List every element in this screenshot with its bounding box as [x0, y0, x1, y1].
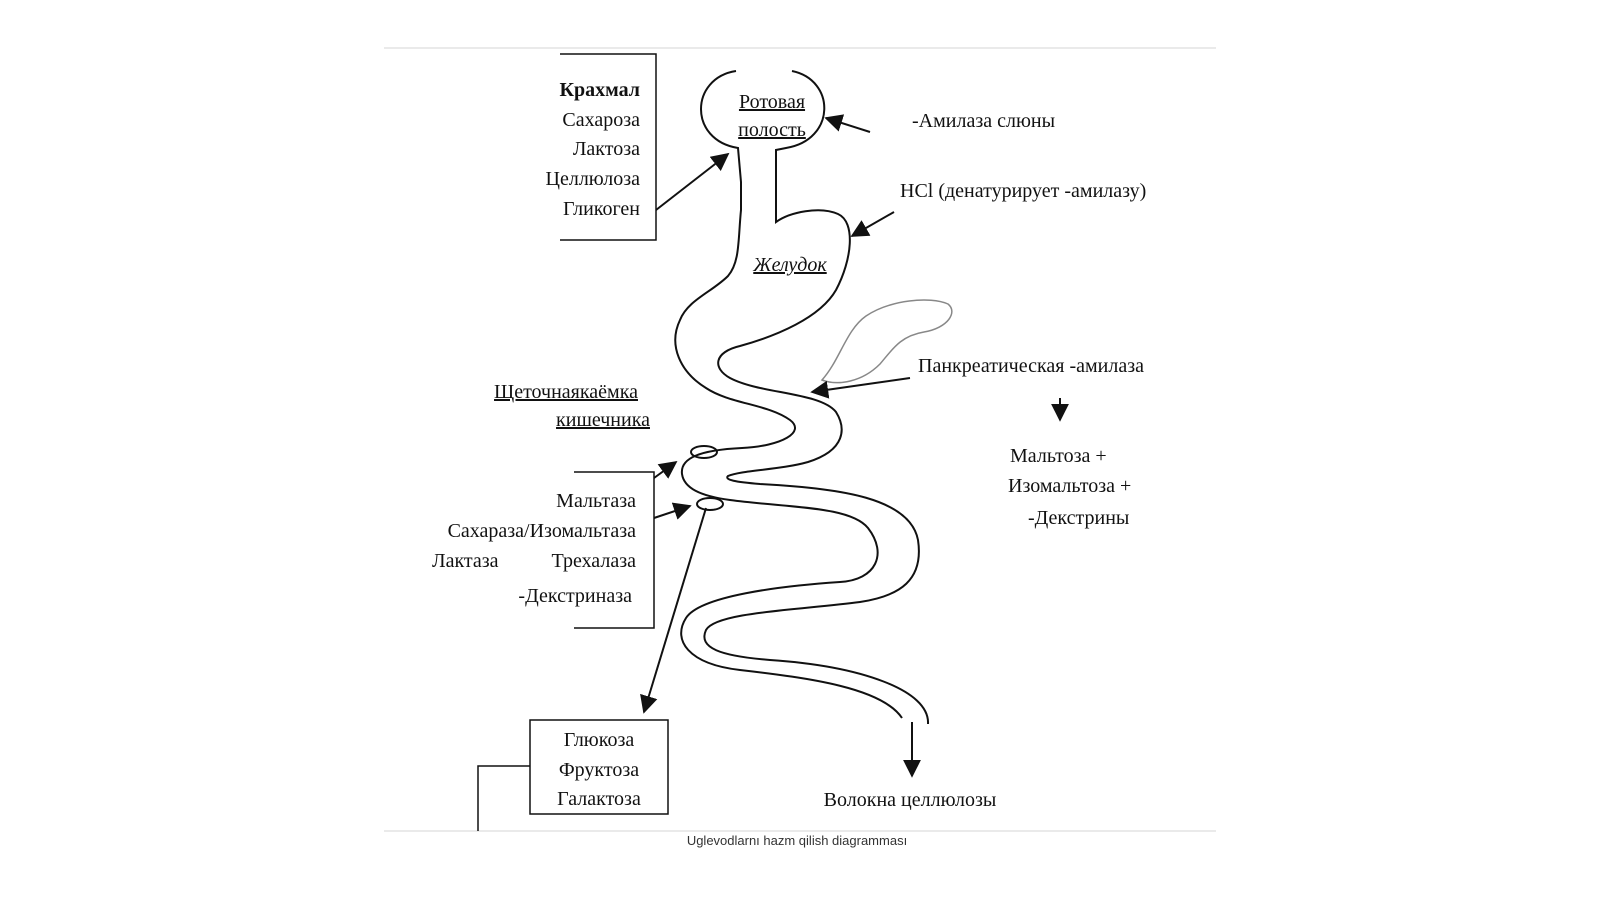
pancreatic-amylase-arrow — [810, 377, 911, 399]
pancreas-shape — [820, 299, 953, 384]
carb-to-mouth-arrow — [655, 152, 730, 211]
diagram-caption: Uglevodlarnı hazm qilish diagramması — [686, 833, 908, 848]
pancreatic-amylase-label: Панкреатическая -амилаза — [918, 355, 1144, 377]
monosaccharide-box: Глюкоза Фруктоза Галактоза — [477, 719, 669, 831]
enzyme-bracket — [574, 471, 655, 629]
carbohydrate-list: Крахмал Сахароза Лактоза Целлюлоза Глико… — [546, 53, 657, 241]
product-dextrins: -Декстрины — [1028, 507, 1129, 529]
product-isomaltose: Изомальтоза + — [1008, 475, 1131, 497]
digestive-tract — [674, 70, 953, 725]
brush-border-label-line2: кишечника — [556, 409, 650, 431]
blood-connector-line — [477, 765, 530, 831]
tract-inner-outline — [703, 70, 930, 725]
carb-lactose: Лактоза — [573, 138, 640, 160]
mouth-label-line1: Ротовая — [739, 91, 805, 113]
mouth-label-line2: полость — [738, 119, 806, 141]
enzyme-arrow-upper — [653, 460, 678, 479]
monosaccharide-frame — [529, 719, 669, 815]
enzyme-trehalase: Трехалаза — [552, 550, 637, 572]
hcl-note-label: HCl (денатурирует -амилазу) — [900, 180, 1146, 202]
cellulose-fibers-label: Волокна целлюлозы — [824, 789, 997, 811]
carb-sucrose: Сахароза — [562, 109, 640, 131]
carb-starch: Крахмал — [559, 79, 640, 101]
brush-enzyme-list: Мальтаза Сахараза/Изомальтаза Лактаза Тр… — [432, 471, 655, 629]
product-maltose: Мальтоза + — [1010, 445, 1107, 467]
villus-opening-upper — [690, 445, 718, 459]
stomach-label: Желудок — [752, 254, 827, 276]
mouth-cavity-outline — [674, 70, 903, 719]
enzyme-lactase: Лактаза — [432, 550, 499, 572]
mono-galactose: Галактоза — [557, 788, 641, 810]
mono-glucose: Глюкоза — [564, 729, 635, 751]
enzyme-arrow-lower — [653, 502, 692, 520]
enzyme-dextrinase: -Декстриназа — [518, 585, 632, 607]
enzyme-maltase: Мальтаза — [556, 490, 636, 512]
carb-glycogen: Гликоген — [563, 198, 640, 220]
enzyme-sucrase-isomaltase: Сахараза/Изомальтаза — [448, 520, 637, 542]
carb-cellulose: Целлюлоза — [546, 168, 641, 190]
salivary-amylase-arrow — [824, 114, 871, 133]
mono-fructose: Фруктоза — [559, 759, 639, 781]
carb-bracket — [560, 53, 657, 241]
hcl-arrow — [850, 211, 895, 237]
villus-opening-lower — [696, 497, 724, 511]
brush-border-label-line1: Щеточнаякаёмка — [494, 381, 638, 403]
absorption-arrow — [640, 507, 707, 714]
salivary-amylase-label: -Амилаза слюны — [912, 110, 1055, 132]
